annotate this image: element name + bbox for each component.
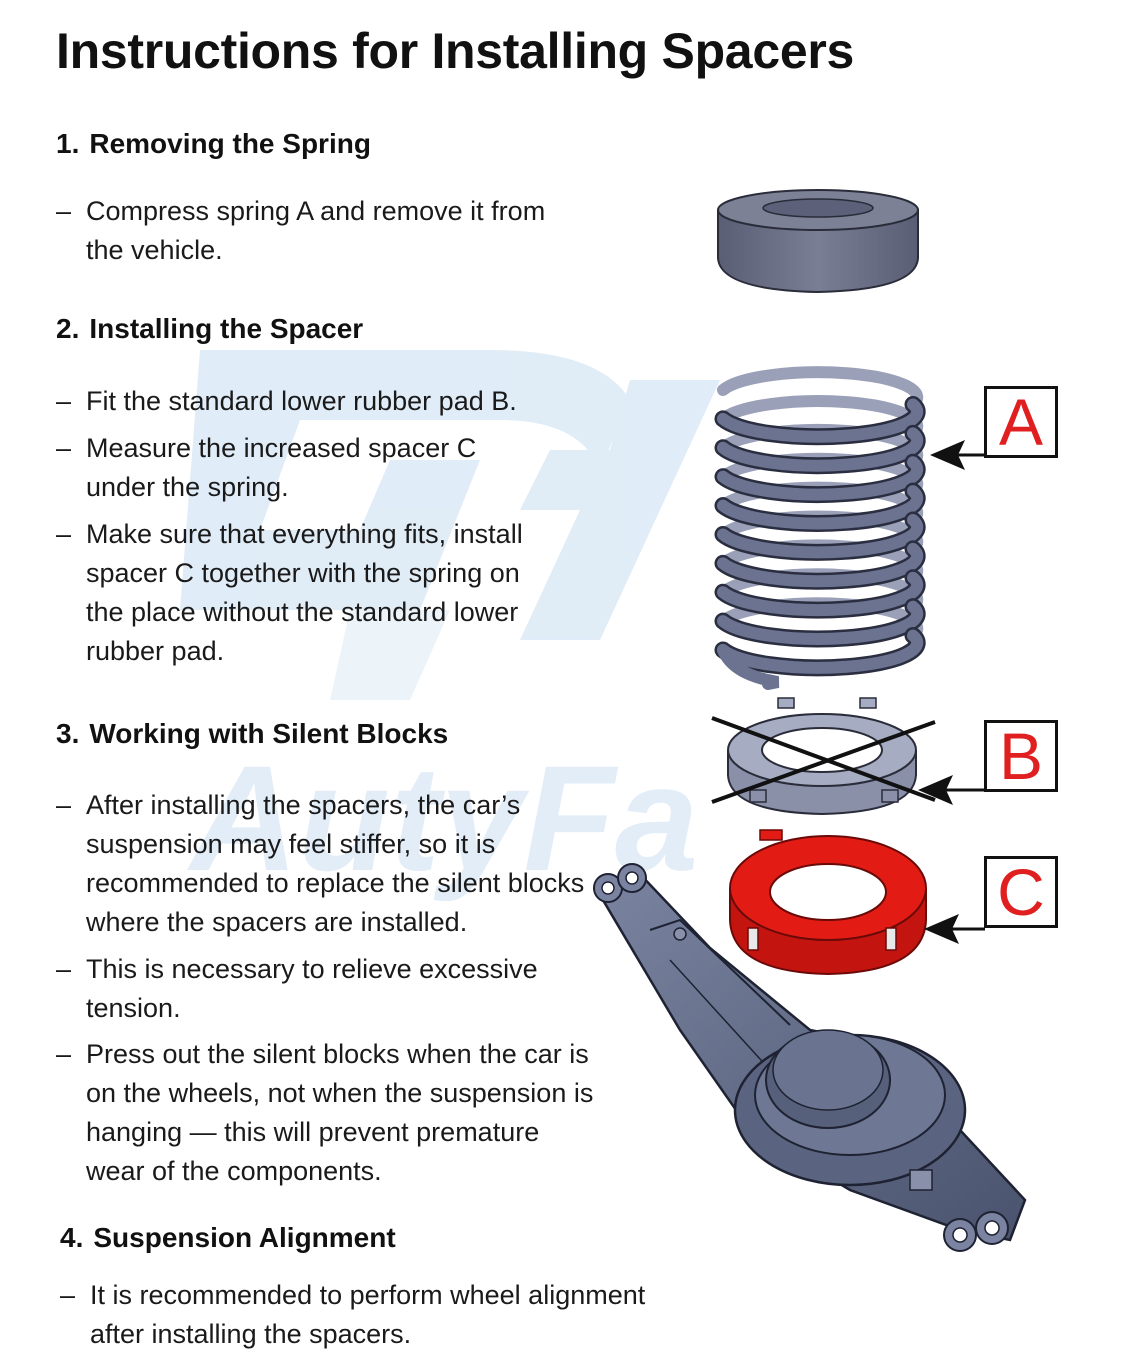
label-c: C — [984, 856, 1058, 928]
section-heading-suspension-alignment: 4. Suspension Alignment — [60, 1222, 396, 1254]
section-title: Installing the Spacer — [89, 313, 364, 344]
spring-coil-front — [717, 485, 924, 530]
bullet-text: Make sure that everything fits, install … — [86, 519, 523, 666]
section-title: Working with Silent Blocks — [89, 718, 449, 749]
coil-spring-a — [714, 366, 926, 690]
spring-coil-front — [717, 398, 924, 443]
page-title: Instructions for Installing Spacers — [56, 23, 854, 79]
dash: – — [56, 196, 72, 226]
bullet-text: This is necessary to relieve excessive t… — [86, 954, 538, 1023]
dash: – — [56, 386, 72, 416]
bullet-text: Fit the standard lower rubber pad B. — [86, 386, 517, 416]
arrow-left-icon — [918, 775, 985, 805]
section-heading-installing-spacer: 2. Installing the Spacer — [56, 313, 363, 345]
bullet-item: –This is necessary to relieve excessive … — [56, 950, 556, 1028]
section-number: 2. — [56, 313, 80, 344]
label-b: B — [984, 720, 1058, 792]
bullet-text: Measure the increased spacer C under the… — [86, 433, 477, 502]
lower-control-arm — [593, 863, 1027, 1252]
spacer-c — [729, 829, 927, 976]
top-mount-pad — [717, 189, 919, 294]
section-number: 1. — [56, 128, 80, 159]
arrow-left-icon — [924, 914, 985, 944]
section-title: Suspension Alignment — [93, 1222, 396, 1253]
suspension-illustration — [593, 189, 1027, 1252]
cross-mark-icon — [711, 716, 936, 804]
spring-coil-front — [717, 514, 924, 559]
spring-coil-front — [717, 600, 924, 645]
dash: – — [56, 954, 72, 984]
bullet-text: After installing the spacers, the car’s … — [86, 790, 585, 937]
watermark-logo: AutyFa — [180, 350, 720, 902]
spring-coil-front — [717, 427, 924, 472]
bullet-text: It is recommended to perform wheel align… — [90, 1280, 646, 1349]
section-title: Removing the Spring — [89, 128, 371, 159]
bullet-item: –Compress spring A and remove it from th… — [56, 192, 556, 270]
section-number: 3. — [56, 718, 80, 749]
bullet-item: –Press out the silent blocks when the ca… — [56, 1035, 596, 1191]
spring-coil-front — [717, 629, 924, 674]
bullet-item: –It is recommended to perform wheel alig… — [60, 1276, 670, 1354]
section-number: 4. — [60, 1222, 84, 1253]
spring-coil-back — [717, 366, 924, 411]
dash: – — [56, 790, 72, 820]
dash: – — [60, 1280, 76, 1310]
label-a: A — [984, 386, 1058, 458]
dash: – — [56, 433, 72, 463]
section-heading-removing-spring: 1. Removing the Spring — [56, 128, 371, 160]
bullet-item: –Make sure that everything fits, install… — [56, 515, 536, 671]
bullet-item: –Fit the standard lower rubber pad B. — [56, 382, 606, 421]
spring-tail — [717, 644, 780, 690]
section-heading-silent-blocks: 3. Working with Silent Blocks — [56, 718, 448, 750]
dash: – — [56, 519, 72, 549]
rubber-pad-b — [727, 697, 917, 816]
bullet-item: –After installing the spacers, the car’s… — [56, 786, 611, 942]
dash: – — [56, 1039, 72, 1069]
spring-coil-front — [717, 571, 924, 617]
bullet-text: Compress spring A and remove it from the… — [86, 196, 546, 265]
arrow-left-icon — [930, 440, 985, 470]
spring-coil-front — [717, 456, 924, 501]
bullet-text: Press out the silent blocks when the car… — [86, 1039, 594, 1186]
bullet-item: –Measure the increased spacer C under th… — [56, 429, 526, 507]
spring-coil-front — [717, 542, 924, 588]
